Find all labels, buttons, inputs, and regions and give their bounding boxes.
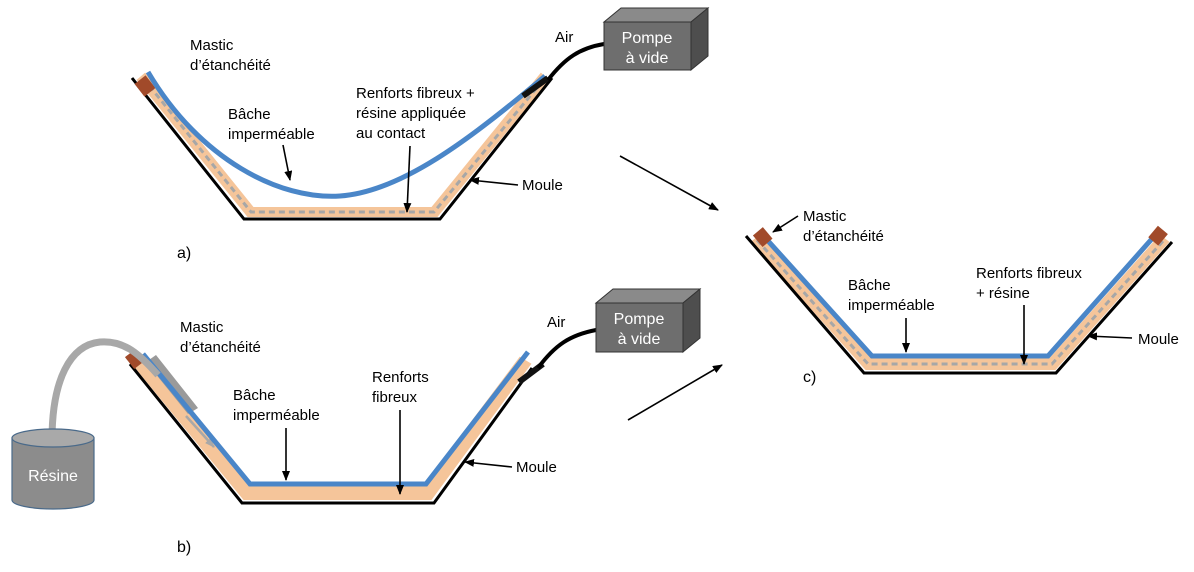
panel-b-vacuum-hose [536,328,597,370]
panel-a-air-label: Air [555,29,573,46]
panel-b-pump-label-line1: Pompe [614,311,665,328]
panel-c-mold [744,235,1174,375]
panel-c-sealant-arrow [772,215,799,233]
panel-a-bag-arrow [282,144,293,181]
panel-b-vacuum-pump: Pompe à vide [594,287,702,354]
panel-b-bag-label-line2: imperméable [233,407,320,424]
panel-a-mold-label: Moule [522,177,563,194]
panel-a: Pompe à vide Mastic d’étanchéité Bâche i… [130,6,710,262]
panel-c-sealant-right [1148,225,1168,246]
panel-c: Mastic d’étanchéité Bâche imperméable Re… [744,208,1179,386]
panel-a-label: a) [177,245,191,262]
panel-a-sealant-label-line2: d’étanchéité [190,57,271,74]
panel-b-resin-feed-tube [48,338,161,441]
panel-a-bag-label-line1: Bâche [228,106,271,123]
panel-b-mold [128,363,534,505]
panel-b-sealant-label-line2: d’étanchéité [180,339,261,356]
panel-a-sealant-label-line1: Mastic [190,37,234,54]
panel-a-vacuum-hose [546,42,605,82]
panel-c-reinforcement-label-line1: Renforts fibreux [976,265,1082,282]
panel-c-fiber-reinforcement [755,238,1166,366]
panel-b-sealant-label-line1: Mastic [180,319,224,336]
panel-a-vacuum-bag [145,70,547,199]
panel-b-label: b) [177,539,191,556]
panel-b-reinforcement-label-line2: fibreux [372,389,418,406]
panel-a-pump-label-line2: à vide [626,50,669,67]
panel-c-sealant-label-line1: Mastic [803,208,847,225]
panel-a-vacuum-pump: Pompe à vide [602,6,710,72]
panel-c-bag-label-line1: Bâche [848,277,891,294]
panel-c-sealant-left [752,227,773,247]
panel-a-mold [130,77,554,221]
panel-b-sealant [124,349,145,369]
panel-b-mold-arrow [464,458,513,468]
panel-b-resin-label: Résine [28,468,78,485]
panel-b-vacuum-bag [141,350,530,487]
panel-a-reinforcement-arrow [403,145,412,213]
panel-b-pump-label-line2: à vide [618,331,661,348]
panel-b-reinforcement-label-line1: Renforts [372,369,429,386]
panel-a-reinforcement-label-line2: résine appliquée [356,105,466,122]
panel-c-mold-label: Moule [1138,331,1179,348]
panel-b-resin-drum: Résine [11,428,95,510]
panel-c-sealant-label-line2: d’étanchéité [803,228,884,245]
panel-a-sealant [134,75,156,97]
panel-c-vacuum-bag [758,230,1160,359]
panel-b-air-label: Air [547,314,565,331]
panel-b-mold-label: Moule [516,459,557,476]
panel-a-reinforcement-label-line3: au contact [356,125,426,142]
panel-c-bag-label-line2: imperméable [848,297,935,314]
panel-a-vacuum-port [521,75,550,99]
arrow-b-to-c [627,364,723,421]
panel-c-label: c) [803,369,816,386]
panel-b: Pompe à vide Résine Mastic d’étanchéité … [11,287,702,556]
panel-a-fiber-reinforcement [141,77,547,214]
panel-c-mold-arrow [1087,332,1133,341]
panel-c-reinforcement-label-line2: + résine [976,285,1030,302]
panel-a-bag-label-line2: imperméable [228,126,315,143]
panel-a-mold-arrow [469,176,519,186]
panel-a-reinforcement-label-line1: Renforts fibreux + [356,85,475,102]
arrow-a-to-c [619,155,719,211]
panel-b-resin-flow-arrow [185,415,215,448]
panel-a-pump-label-line1: Pompe [622,30,673,47]
panel-b-bag-label-line1: Bâche [233,387,276,404]
